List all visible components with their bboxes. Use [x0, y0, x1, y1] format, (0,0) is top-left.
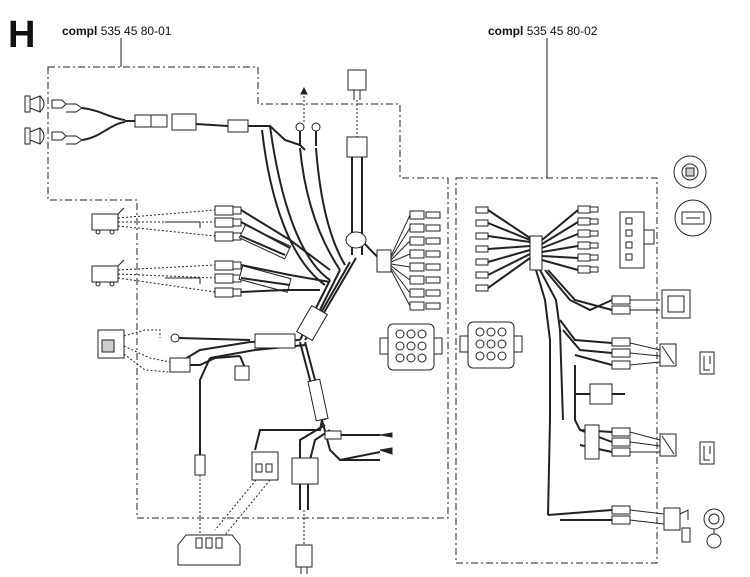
- bottom-plug-icon: [295, 544, 313, 574]
- harness-sleeve-3: [307, 378, 329, 422]
- voltage-regulator-icon: [177, 534, 241, 566]
- fuse-wire: [199, 357, 211, 455]
- key-switch-icon: [629, 507, 691, 543]
- bundle-clamp: [345, 231, 367, 249]
- kit-1-prefix: compl: [62, 24, 98, 38]
- headlight-harness: [81, 107, 306, 151]
- kit-1-boundary: [47, 66, 449, 519]
- section-letter: H: [8, 14, 36, 56]
- small-plug-center: [234, 365, 250, 381]
- headlight-plug-3: [171, 113, 197, 131]
- rocker-symbol-upper-icon: [699, 351, 715, 375]
- headlight-plug-2: [150, 114, 168, 128]
- microswitch-lower-icon: [91, 259, 216, 293]
- key-icon: [703, 508, 725, 549]
- top-connector-icon: [346, 69, 368, 220]
- harness-sleeve-1: [296, 304, 328, 342]
- nine-pin-connector-right-icon: [459, 321, 523, 369]
- kit-2-prefix: compl: [488, 24, 524, 38]
- kit-2-boundary: [455, 177, 658, 564]
- switch-harness-wires: [240, 209, 331, 293]
- relay-plug: [169, 357, 191, 373]
- relay-module-icon: [97, 329, 251, 373]
- kit-2-part-number: 535 45 80-02: [526, 24, 598, 38]
- headlight-lower-icon: [24, 127, 45, 145]
- kit-label-2: compl 535 45 80-02: [488, 24, 597, 38]
- ground-terminal-icon: [295, 86, 321, 146]
- kit-2-square-relay-icon: [661, 289, 691, 319]
- kit-2-small-relay-icon: [584, 424, 600, 460]
- rocker-switch-upper-icon: [629, 342, 677, 367]
- right-fanout-connectors: [390, 210, 441, 311]
- bundle-grommet: [376, 249, 392, 273]
- nine-pin-connector-left-icon: [379, 323, 443, 371]
- harness-sleeve-2: [254, 333, 296, 349]
- kit-2-mid-connector-icon: [576, 383, 625, 405]
- rocker-symbol-lower-icon: [699, 441, 715, 465]
- kit-1-part-number: 535 45 80-01: [100, 24, 172, 38]
- rocker-switch-lower-icon: [629, 431, 677, 457]
- kit-2-right-plugs: [611, 295, 660, 525]
- main-harness-trunk: [174, 125, 386, 461]
- ignition-switch-icon: [674, 199, 712, 237]
- kit-2-multi-plug-icon: [619, 211, 655, 269]
- microswitch-lower-plugs: [165, 260, 242, 298]
- headlight-connectors-icon: [51, 99, 83, 145]
- inline-fuse-icon: [194, 454, 206, 476]
- lower-connector-b-icon: [291, 457, 319, 545]
- lower-connector-a-icon: [214, 451, 279, 536]
- bullet-terminal-wires: [324, 430, 393, 461]
- headlight-plug-1: [134, 114, 152, 128]
- kit-2-fanout-connectors: [475, 205, 599, 292]
- ignition-lock-icon: [673, 155, 707, 189]
- headlight-upper-icon: [24, 95, 45, 113]
- kit-label-1: compl 535 45 80-01: [62, 24, 171, 38]
- headlight-plug-4: [227, 119, 249, 133]
